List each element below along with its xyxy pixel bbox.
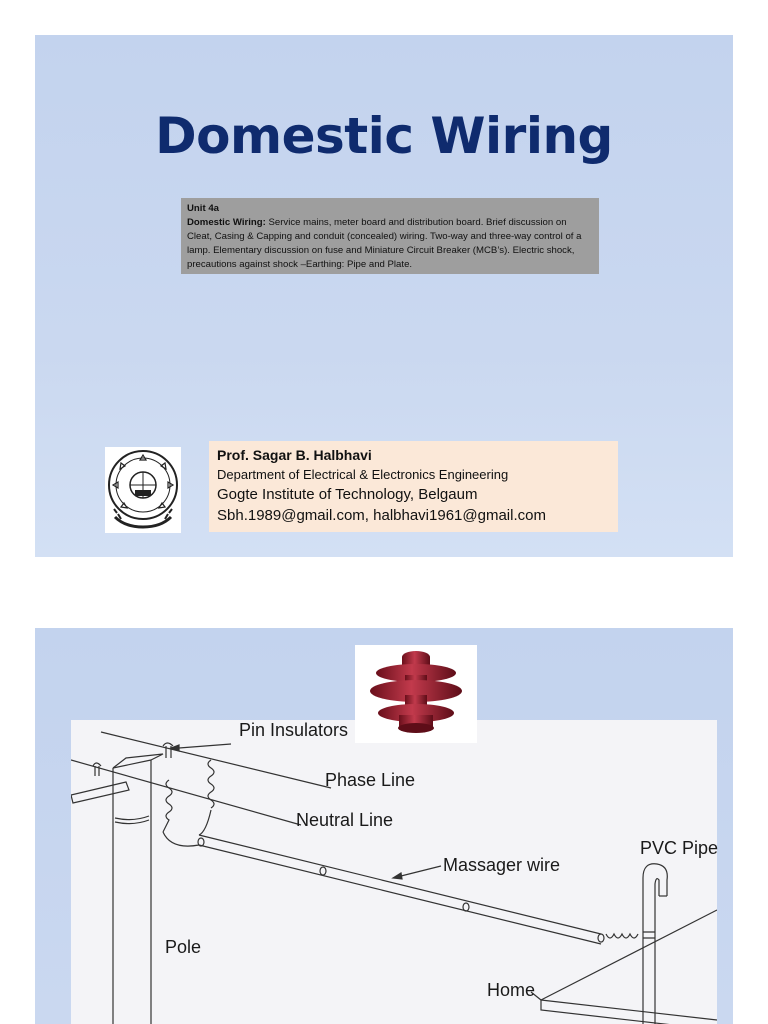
pin-insulator-photo [355,645,477,743]
home-label: Home [487,980,536,1000]
author-info-box: Prof. Sagar B. Halbhavi Department of El… [209,441,618,532]
wiring-diagram-slide: Pin Insulators Phase Line Neutral Line M… [35,628,733,1024]
neutral-line-label: Neutral Line [296,810,394,830]
author-department: Department of Electrical & Electronics E… [217,467,509,482]
sketch-drawing [70,731,718,1024]
unit-description: Domestic Wiring: Service mains, meter bo… [187,216,593,272]
pole-label: Pole [165,937,202,957]
massager-wire-label: Massager wire [443,855,561,875]
pin-insulators-label: Pin Insulators [239,720,349,740]
author-institute: Gogte Institute of Technology, Belgaum [217,486,478,503]
title-slide: Domestic Wiring Unit 4a Domestic Wiring:… [35,35,733,557]
institute-logo [105,447,181,533]
unit-label: Domestic Wiring: [187,217,266,228]
unit-description-box: Unit 4a Domestic Wiring: Service mains, … [181,198,599,274]
unit-text: Service mains, meter board and distribut… [187,217,582,270]
phase-line-label: Phase Line [325,770,416,790]
slide-title: Domestic Wiring [155,107,613,165]
author-name: Prof. Sagar B. Halbhavi [217,447,372,463]
pvc-pipe-label: PVC Pipe [640,838,719,858]
service-mains-sketch: Pin Insulators Phase Line Neutral Line M… [70,720,719,1024]
author-emails: Sbh.1989@gmail.com, halbhavi1961@gmail.c… [217,507,546,524]
unit-heading: Unit 4a [187,203,219,214]
